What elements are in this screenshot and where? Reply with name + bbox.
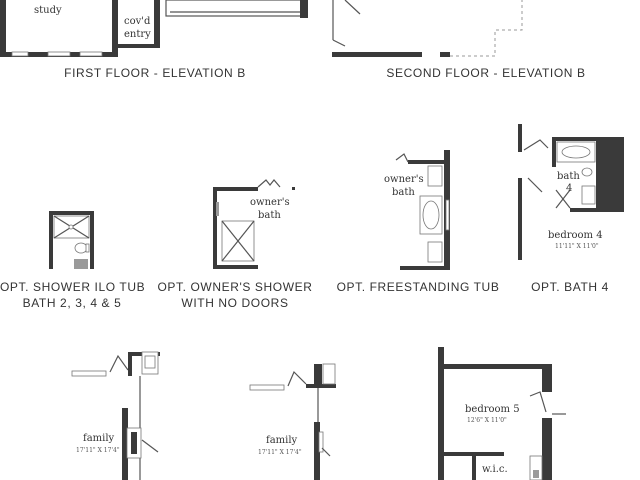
caption-shower-ilo-tub: OPT. SHOWER ILO TUB BATH 2, 3, 4 & 5	[0, 279, 146, 311]
second-floor-plan	[332, 0, 523, 57]
bedroom5-dimensions: 12'6" X 11'0"	[467, 417, 507, 424]
opt-shower-ilo-tub-plan	[49, 211, 94, 269]
caption-owners-shower-line2: WITH NO DOORS	[181, 296, 289, 310]
family-a-label: family	[83, 433, 115, 444]
opt-freestanding-tub-plan: owner's bath	[384, 150, 450, 270]
opt-owners-shower-plan: owner's bath	[213, 179, 295, 269]
opt-bath-4-plan: bath 4 bedroom 4 11'11" X 11'0"	[518, 124, 624, 260]
caption-freestanding-tub: OPT. FREESTANDING TUB	[336, 280, 500, 294]
bath4-label-line1: bath	[557, 171, 580, 182]
caption-first-floor: FIRST FLOOR - ELEVATION B	[64, 66, 246, 80]
wic-label: w.i.c.	[482, 464, 508, 475]
bedroom4-label: bedroom 4	[548, 230, 603, 241]
family-plan-b: family 17'11" X 17'4"	[249, 363, 336, 480]
owners-bath-b-label-line2: bath	[392, 187, 415, 198]
caption-owners-shower-line1: OPT. OWNER'S SHOWER	[157, 280, 313, 294]
bedroom5-plan: bedroom 5 12'6" X 11'0" w.i.c.	[438, 347, 566, 480]
caption-second-floor: SECOND FLOOR - ELEVATION B	[386, 66, 586, 80]
family-b-dimensions: 17'11" X 17'4"	[258, 449, 302, 456]
family-a-dimensions: 17'11" X 17'4"	[76, 447, 120, 454]
caption-shower-ilo-tub-line1: OPT. SHOWER ILO TUB	[0, 280, 146, 294]
owners-bath-a-label-line2: bath	[258, 210, 281, 221]
caption-bath-4: OPT. BATH 4	[531, 280, 609, 294]
first-floor-plan: study cov'd entry	[0, 0, 308, 57]
covd-entry-label-line2: entry	[124, 29, 151, 40]
bedroom4-dimensions: 11'11" X 11'0"	[555, 243, 599, 250]
study-label: study	[34, 5, 62, 16]
owners-bath-a-label-line1: owner's	[250, 197, 290, 208]
bath4-label-line2: 4	[566, 183, 572, 194]
bedroom5-label: bedroom 5	[465, 404, 520, 415]
owners-bath-b-label-line1: owner's	[384, 174, 424, 185]
caption-shower-ilo-tub-line2: BATH 2, 3, 4 & 5	[22, 296, 122, 310]
family-plan-a: family 17'11" X 17'4"	[71, 351, 160, 480]
covd-entry-label-line1: cov'd	[124, 16, 151, 27]
caption-owners-shower: OPT. OWNER'S SHOWER WITH NO DOORS	[156, 279, 314, 311]
family-b-label: family	[266, 435, 298, 446]
